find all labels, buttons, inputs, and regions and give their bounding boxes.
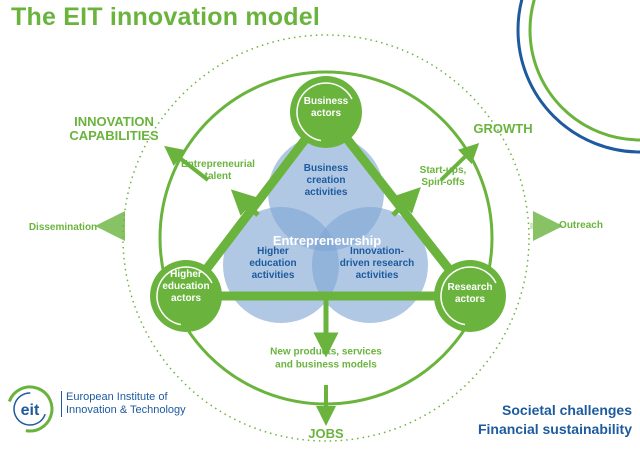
- label-outreach: Outreach: [559, 220, 603, 231]
- inner-flow-arrows: [230, 187, 421, 358]
- corner-arcs-decoration: [516, 0, 640, 154]
- eit-logo-mark: eit: [6, 385, 54, 433]
- logo-mark-text: eit: [21, 402, 40, 419]
- node-research-actors: [434, 260, 506, 332]
- outward-arrows: [95, 143, 563, 426]
- node-business-actors: [290, 76, 362, 148]
- arrow-growth: [439, 143, 480, 182]
- node-higher-education-actors: [150, 260, 222, 332]
- goal-societal-challenges: Societal challenges: [502, 402, 632, 418]
- arrow-innovation-capabilities: [164, 145, 210, 182]
- arrow-startups: [391, 187, 421, 217]
- goals-block: Societal challenges Financial sustainabi…: [478, 401, 632, 439]
- logo-line-1: European Institute of: [66, 391, 168, 403]
- label-startups: Start-ups,Spin-offs: [420, 165, 467, 188]
- outer-dotted-circle: [122, 34, 530, 442]
- arrow-entrepreneurial-talent: [230, 189, 260, 217]
- logo-text: European Institute of Innovation & Techn…: [61, 391, 186, 417]
- label-growth: GROWTH: [473, 121, 532, 136]
- label-entrepreneurship: Entrepreneurship: [273, 233, 381, 248]
- logo-line-2: Innovation & Technology: [66, 404, 186, 416]
- label-jobs: JOBS: [308, 426, 344, 441]
- label-dissemination: Dissemination: [29, 222, 97, 233]
- page-title: The EIT innovation model: [11, 3, 320, 31]
- goal-financial-sustainability: Financial sustainability: [477, 421, 632, 437]
